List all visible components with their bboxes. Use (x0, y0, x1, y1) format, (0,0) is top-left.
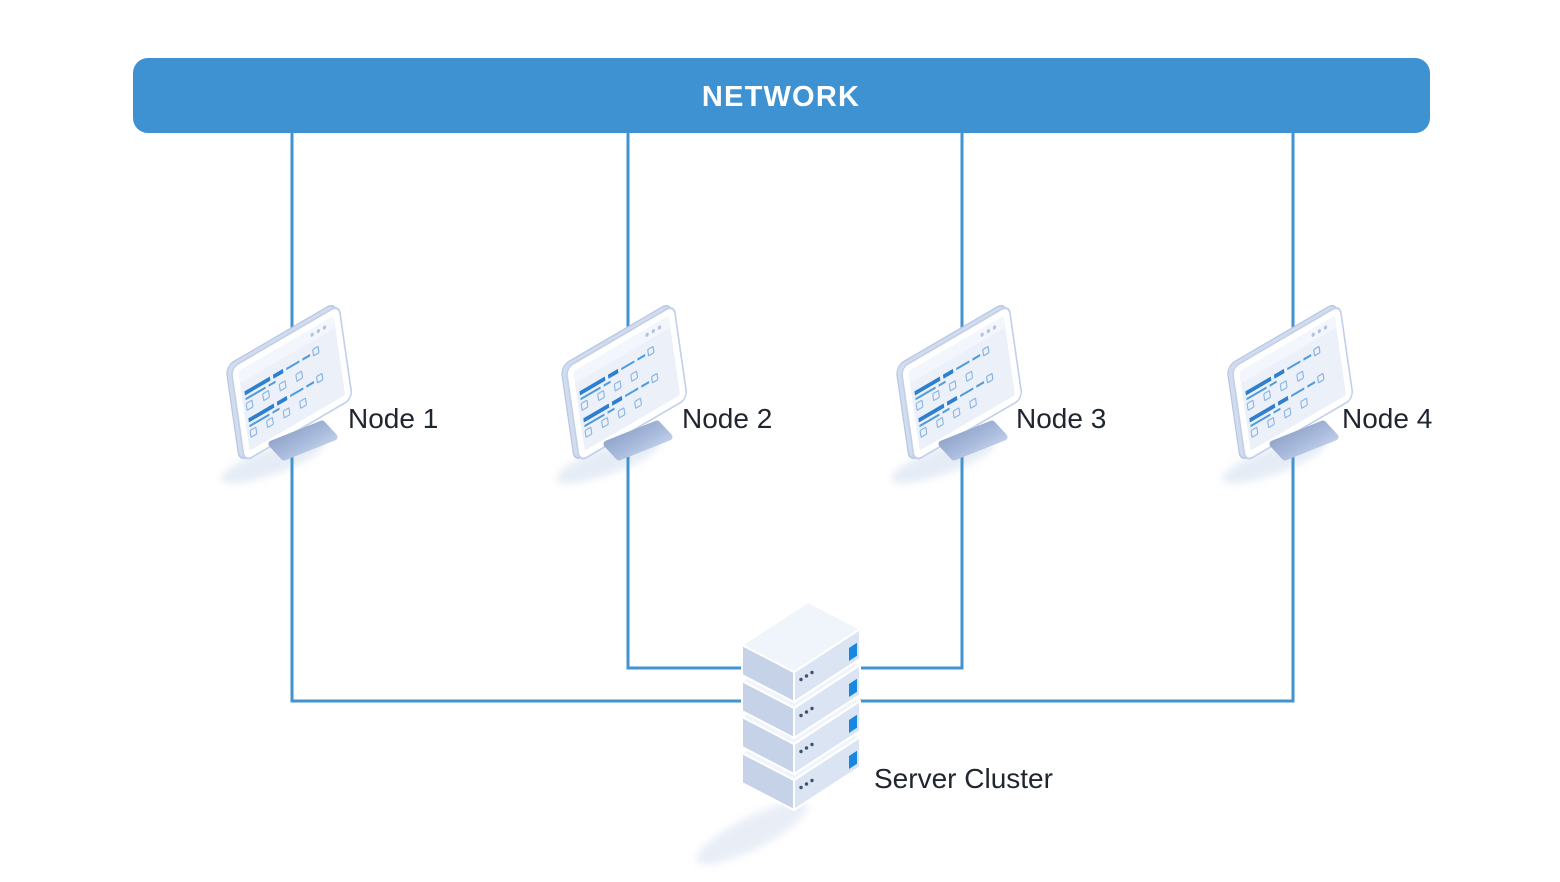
server-cluster-label: Server Cluster (874, 763, 1053, 794)
network-bar-label: NETWORK (702, 81, 860, 113)
node1-monitor-illustration (226, 301, 353, 465)
node3-monitor-illustration (896, 301, 1023, 465)
node4-label: Node 4 (1342, 403, 1432, 434)
server-shadow (696, 801, 808, 865)
node2-monitor-illustration (561, 301, 688, 465)
node2-label: Node 2 (682, 403, 772, 434)
node3-label: Node 3 (1016, 403, 1106, 434)
connector-node3 (821, 133, 964, 670)
connector-lines (290, 133, 1295, 703)
server-cluster-illustration (741, 601, 861, 811)
node1-label: Node 1 (348, 403, 438, 434)
network-bar (133, 58, 1430, 133)
connector-node1 (290, 133, 793, 703)
node4-monitor-illustration (1227, 301, 1354, 465)
connector-node2 (626, 133, 793, 670)
connector-node4 (821, 133, 1295, 703)
